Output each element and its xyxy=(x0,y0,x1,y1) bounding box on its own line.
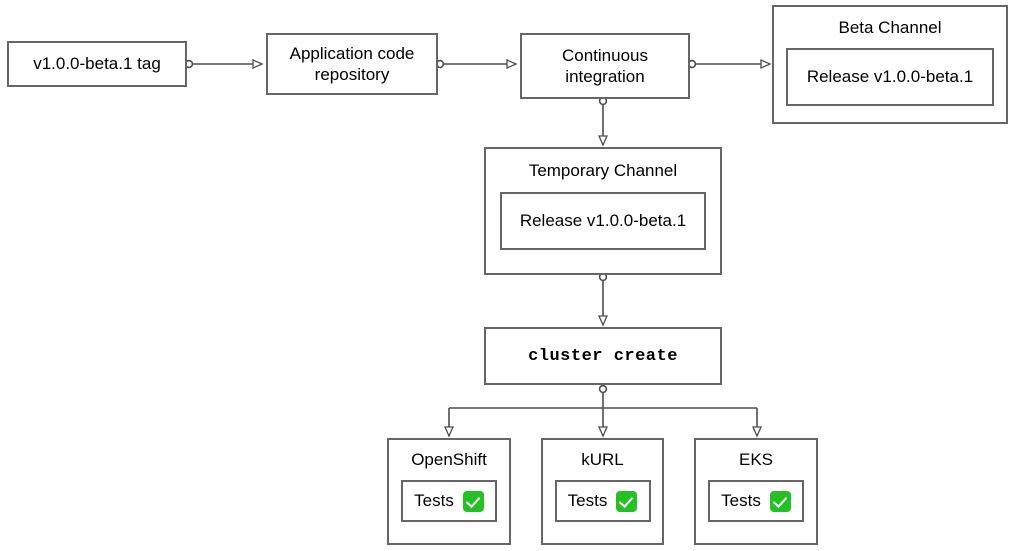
node-application-code-repository-label: Application code repository xyxy=(289,43,415,84)
node-beta-channel-release-label: Release v1.0.0-beta.1 xyxy=(806,67,974,86)
node-eks-tests-label: Tests xyxy=(721,491,761,510)
node-temporary-channel-release-box[interactable]: Release v1.0.0-beta.1 xyxy=(500,192,706,250)
node-kurl-tests-label: Tests xyxy=(567,491,608,510)
node-beta-channel[interactable]: Beta Channel Release v1.0.0-beta.1 xyxy=(772,5,1008,124)
node-continuous-integration[interactable]: Continuous integration xyxy=(520,33,690,99)
node-eks[interactable]: EKS Tests xyxy=(694,438,818,545)
node-tag[interactable]: v1.0.0-beta.1 tag xyxy=(7,41,187,87)
node-kurl-tests-box[interactable]: Tests xyxy=(554,480,651,522)
node-temporary-channel-title: Temporary Channel xyxy=(528,161,678,180)
node-kurl[interactable]: kURL Tests xyxy=(541,438,664,545)
node-eks-tests-box[interactable]: Tests xyxy=(708,480,804,522)
check-icon xyxy=(462,490,484,512)
node-eks-title: EKS xyxy=(738,450,774,469)
node-temporary-channel-release-label: Release v1.0.0-beta.1 xyxy=(519,211,687,230)
node-cluster-create-label: cluster create xyxy=(528,346,678,366)
node-beta-channel-title: Beta Channel xyxy=(838,18,942,37)
node-openshift-tests-label: Tests xyxy=(414,491,454,510)
check-icon xyxy=(769,490,791,512)
node-tag-label: v1.0.0-beta.1 tag xyxy=(33,54,161,74)
node-application-code-repository[interactable]: Application code repository xyxy=(266,33,438,95)
node-temporary-channel[interactable]: Temporary Channel Release v1.0.0-beta.1 xyxy=(484,147,722,275)
node-openshift-title: OpenShift xyxy=(411,450,487,469)
node-kurl-title: kURL xyxy=(581,450,624,469)
node-beta-channel-release-box[interactable]: Release v1.0.0-beta.1 xyxy=(786,48,994,106)
check-icon xyxy=(616,490,638,512)
node-continuous-integration-label: Continuous integration xyxy=(561,45,648,86)
node-openshift[interactable]: OpenShift Tests xyxy=(387,438,511,545)
node-openshift-tests-box[interactable]: Tests xyxy=(401,480,497,522)
node-cluster-create[interactable]: cluster create xyxy=(484,327,722,385)
